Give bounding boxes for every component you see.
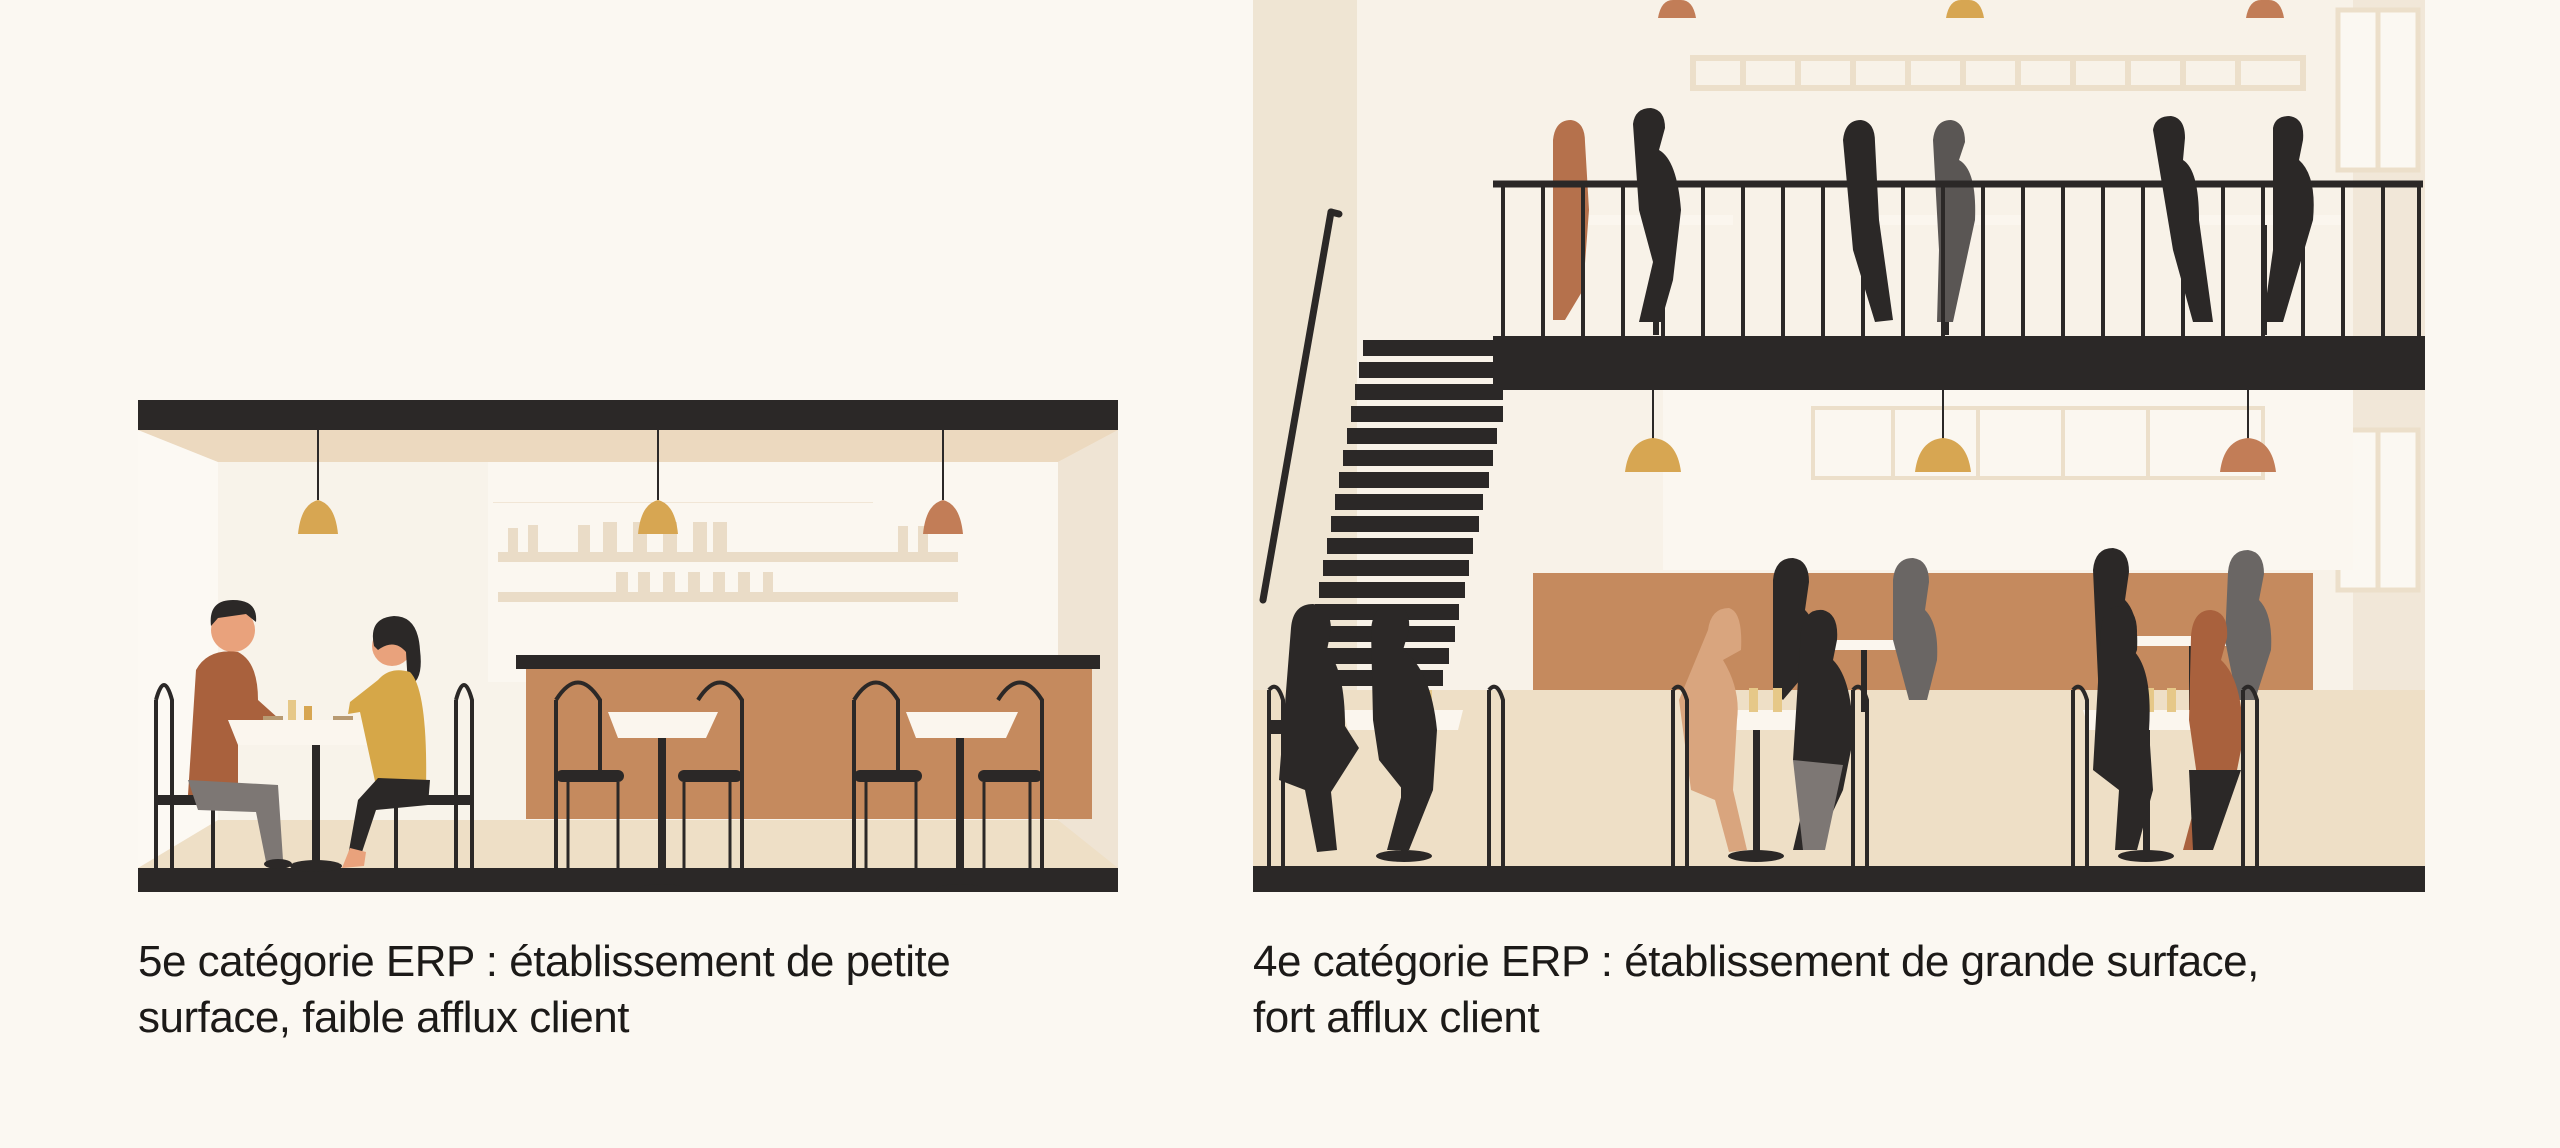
pendant-lamp-icon bbox=[638, 430, 678, 534]
caption-line: fort afflux client bbox=[1253, 993, 1540, 1042]
empty-table-set bbox=[852, 680, 1044, 892]
floor bbox=[138, 820, 1118, 868]
pendant-lamp-icon bbox=[1915, 390, 1971, 472]
ceiling-beam bbox=[138, 400, 1118, 430]
large-establishment-illustration bbox=[1253, 0, 2425, 892]
empty-table-set bbox=[554, 680, 744, 892]
lower-window bbox=[1811, 406, 2265, 480]
mezzanine-railing bbox=[1493, 180, 2423, 336]
caption-line: surface, faible afflux client bbox=[138, 993, 629, 1042]
front-row-diners bbox=[1279, 604, 2243, 862]
caption-line: 4e catégorie ERP : établissement de gran… bbox=[1253, 937, 2259, 986]
pendant-lamp-icon bbox=[2246, 0, 2284, 18]
pendant-lamp-icon bbox=[1658, 0, 1696, 18]
floor-beam bbox=[1253, 866, 2425, 892]
mezzanine-slab bbox=[1493, 336, 2425, 390]
chairs bbox=[1267, 684, 2259, 866]
pendant-lamp-icon bbox=[1946, 0, 1984, 18]
caption-small-establishment: 5e catégorie ERP : établissement de peti… bbox=[138, 934, 1138, 1046]
shelves bbox=[498, 522, 958, 602]
caption-large-establishment: 4e catégorie ERP : établissement de gran… bbox=[1253, 934, 2423, 1046]
mezzanine-diners bbox=[1553, 108, 2341, 335]
caption-line: 5e catégorie ERP : établissement de peti… bbox=[138, 937, 951, 986]
large-cafe-scene bbox=[1253, 0, 2425, 892]
bar-counter bbox=[516, 655, 1100, 819]
pendant-lamp-icon bbox=[298, 430, 338, 534]
diners-table bbox=[154, 600, 474, 872]
upper-window bbox=[1690, 55, 2306, 91]
ceiling bbox=[138, 430, 1118, 462]
small-cafe-scene bbox=[138, 400, 1118, 892]
pendant-lamp-icon bbox=[923, 430, 963, 534]
pendant-lamp-icon bbox=[1625, 390, 1681, 472]
small-establishment-illustration bbox=[138, 400, 1118, 892]
pendant-lamp-icon bbox=[2220, 390, 2276, 472]
